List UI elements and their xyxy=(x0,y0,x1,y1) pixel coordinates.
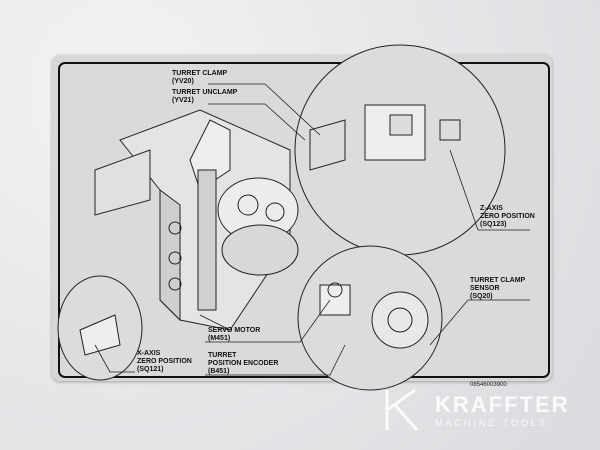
label-code: (YV20) xyxy=(172,78,194,85)
label-code: (SQ20) xyxy=(470,293,493,300)
label-turret-clamp: TURRET CLAMP(YV20) xyxy=(172,70,227,86)
label-name: SENSOR xyxy=(470,285,500,292)
label-servo-motor: SERVO MOTOR(M451) xyxy=(208,327,260,343)
label-code: (M451) xyxy=(208,335,231,342)
detail-clamp-sensor xyxy=(319,282,429,349)
part-number: 08546003900 xyxy=(470,382,507,388)
leader-lines xyxy=(94,83,530,376)
watermark-brand: KRAFFTER xyxy=(435,392,570,417)
label-name: ZERO POSITION xyxy=(480,213,535,220)
machine-body xyxy=(94,109,299,331)
label-name: X-AXIS xyxy=(137,350,161,357)
detail-circle-clamp-sensor xyxy=(297,245,443,391)
label-turret-unclamp: TURRET UNCLAMP(YV21) xyxy=(172,89,237,105)
label-code: (YV21) xyxy=(172,97,194,104)
label-name: TURRET UNCLAMP xyxy=(172,89,238,96)
label-name: ZERO POSITION xyxy=(137,358,192,365)
label-name: SERVO MOTOR xyxy=(208,327,261,334)
label-name: TURRET CLAMP xyxy=(172,70,228,77)
label-name: TURRET CLAMP xyxy=(470,277,526,284)
label-code: (B451) xyxy=(208,368,230,375)
detail-turret-clamp xyxy=(309,104,461,171)
kraffter-logo-icon xyxy=(385,388,419,431)
watermark-tagline: MACHINE TOOLS xyxy=(435,418,549,428)
label-code: (SQ121) xyxy=(137,366,164,373)
detail-x-axis xyxy=(79,314,121,356)
label-name: Z-AXIS xyxy=(480,205,503,212)
label-name: TURRET xyxy=(208,352,237,359)
label-name: POSITION ENCODER xyxy=(208,360,279,367)
label-code: (SQ123) xyxy=(480,221,507,228)
